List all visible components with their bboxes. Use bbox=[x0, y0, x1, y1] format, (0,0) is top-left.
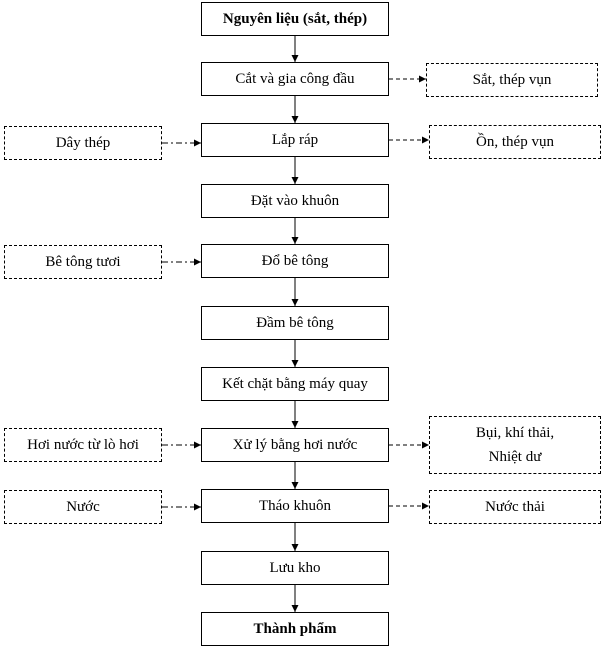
step-compact-concrete: Đầm bê tông bbox=[201, 306, 389, 340]
input-fresh-concrete: Bê tông tươi bbox=[4, 245, 162, 279]
step-label: Nguyên liệu (sắt, thép) bbox=[222, 11, 368, 27]
output-scrap-steel: Sắt, thép vụn bbox=[426, 63, 598, 97]
step-finished-product: Thành phẩm bbox=[201, 612, 389, 646]
step-label: Lắp ráp bbox=[271, 132, 319, 148]
step-label: Đặt vào khuôn bbox=[250, 193, 340, 209]
step-raw-material: Nguyên liệu (sắt, thép) bbox=[201, 2, 389, 36]
step-label: Xử lý bằng hơi nước bbox=[232, 437, 358, 453]
step-pour-concrete: Đổ bê tông bbox=[201, 244, 389, 278]
step-place-in-mold: Đặt vào khuôn bbox=[201, 184, 389, 218]
step-label: Tháo khuôn bbox=[258, 498, 332, 514]
input-label: Dây thép bbox=[55, 135, 111, 151]
step-demold: Tháo khuôn bbox=[201, 489, 389, 523]
input-steel-wire: Dây thép bbox=[4, 126, 162, 160]
step-steam-curing: Xử lý bằng hơi nước bbox=[201, 428, 389, 462]
input-water: Nước bbox=[4, 490, 162, 524]
input-boiler-steam: Hơi nước từ lò hơi bbox=[4, 428, 162, 462]
step-label: Cắt và gia công đầu bbox=[235, 71, 355, 87]
output-label-line-2: Nhiệt dư bbox=[488, 449, 542, 465]
step-label: Lưu kho bbox=[269, 560, 321, 576]
input-label: Bê tông tươi bbox=[45, 254, 121, 270]
output-label: Ồn, thép vụn bbox=[476, 134, 554, 150]
step-rotary-compaction: Kết chặt bằng máy quay bbox=[201, 367, 389, 401]
output-wastewater: Nước thải bbox=[429, 490, 601, 524]
step-label: Kết chặt bằng máy quay bbox=[222, 376, 368, 392]
output-label: Sắt, thép vụn bbox=[472, 72, 552, 88]
input-label: Hơi nước từ lò hơi bbox=[27, 437, 139, 453]
step-label: Đầm bê tông bbox=[256, 315, 334, 331]
step-cutting: Cắt và gia công đầu bbox=[201, 62, 389, 96]
input-label: Nước bbox=[66, 499, 100, 515]
output-label: Nước thải bbox=[485, 499, 545, 515]
output-noise-scrap: Ồn, thép vụn bbox=[429, 125, 601, 159]
step-label: Thành phẩm bbox=[253, 621, 337, 637]
output-label-line-1: Bụi, khí thải, bbox=[475, 425, 555, 441]
output-dust-emissions-heat: Bụi, khí thải, Nhiệt dư bbox=[429, 416, 601, 474]
step-assembly: Lắp ráp bbox=[201, 123, 389, 157]
step-storage: Lưu kho bbox=[201, 551, 389, 585]
step-label: Đổ bê tông bbox=[261, 253, 329, 269]
